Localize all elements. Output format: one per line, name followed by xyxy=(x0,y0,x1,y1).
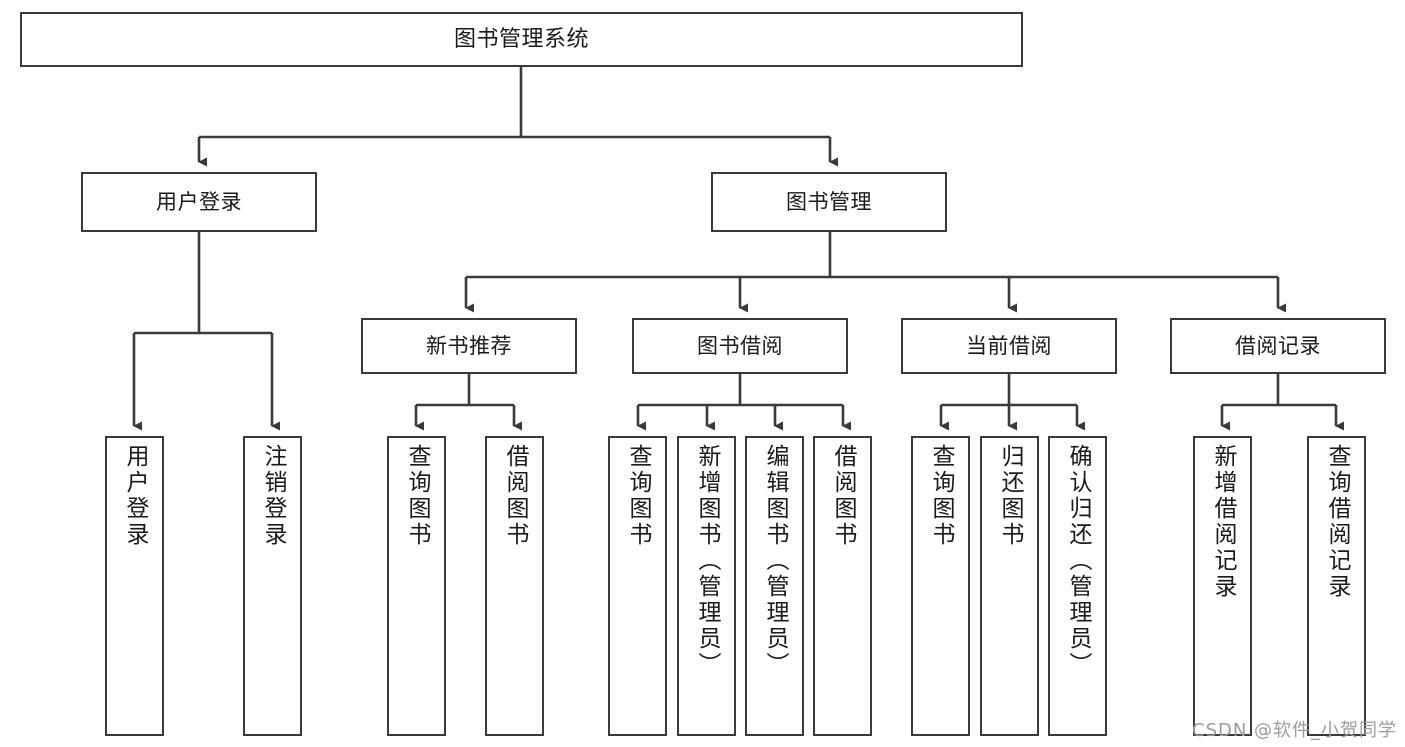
csdn-watermark-text: CSDN @软件_小贺同学 xyxy=(1192,720,1398,741)
node-leaf-return-book-label: 归还图书 xyxy=(997,444,1023,548)
node-leaf-query-record[interactable]: 查询借阅记录 xyxy=(1307,436,1366,736)
node-leaf-add-record[interactable]: 新增借阅记录 xyxy=(1193,436,1252,736)
node-leaf-add-book-label: 新增图书（管理员） xyxy=(694,444,720,678)
node-root-label: 图书管理系统 xyxy=(453,26,589,52)
node-leaf-query-book-1[interactable]: 查询图书 xyxy=(387,436,446,736)
node-user-login-label: 用户登录 xyxy=(156,189,242,214)
node-leaf-add-book[interactable]: 新增图书（管理员） xyxy=(677,436,736,736)
node-leaf-borrow-book-2[interactable]: 借阅图书 xyxy=(813,436,872,736)
node-root[interactable]: 图书管理系统 xyxy=(20,12,1023,67)
node-leaf-logout-login[interactable]: 注销登录 xyxy=(243,436,302,736)
node-leaf-logout-login-label: 注销登录 xyxy=(260,444,286,548)
node-user-login[interactable]: 用户登录 xyxy=(81,172,317,232)
node-leaf-query-book-2[interactable]: 查询图书 xyxy=(608,436,667,736)
node-book-borrow-label: 图书借阅 xyxy=(697,333,783,358)
node-leaf-query-book-2-label: 查询图书 xyxy=(625,444,651,548)
node-leaf-query-record-label: 查询借阅记录 xyxy=(1324,444,1350,600)
node-borrow-record-label: 借阅记录 xyxy=(1235,333,1321,358)
node-leaf-add-record-label: 新增借阅记录 xyxy=(1210,444,1236,600)
node-book-borrow[interactable]: 图书借阅 xyxy=(632,318,848,374)
node-leaf-query-book-3-label: 查询图书 xyxy=(928,444,954,548)
node-borrow-record[interactable]: 借阅记录 xyxy=(1170,318,1386,374)
node-leaf-edit-book-label: 编辑图书（管理员） xyxy=(762,444,788,678)
node-leaf-borrow-book-2-label: 借阅图书 xyxy=(830,444,856,548)
node-leaf-query-book-1-label: 查询图书 xyxy=(404,444,430,548)
node-current-borrow-label: 当前借阅 xyxy=(966,333,1052,358)
node-leaf-confirm-return-label: 确认归还（管理员） xyxy=(1065,444,1091,678)
node-leaf-query-book-3[interactable]: 查询图书 xyxy=(911,436,970,736)
node-leaf-edit-book[interactable]: 编辑图书（管理员） xyxy=(745,436,804,736)
node-leaf-borrow-book-1-label: 借阅图书 xyxy=(502,444,528,548)
node-new-book-recommend-label: 新书推荐 xyxy=(426,333,512,358)
node-book-manage-label: 图书管理 xyxy=(786,189,872,214)
csdn-watermark: CSDN @软件_小贺同学 xyxy=(1192,716,1397,742)
node-leaf-user-login-label: 用户登录 xyxy=(122,444,148,548)
node-leaf-user-login[interactable]: 用户登录 xyxy=(105,436,164,736)
node-current-borrow[interactable]: 当前借阅 xyxy=(901,318,1117,374)
node-book-manage[interactable]: 图书管理 xyxy=(711,172,947,232)
node-leaf-borrow-book-1[interactable]: 借阅图书 xyxy=(485,436,544,736)
node-new-book-recommend[interactable]: 新书推荐 xyxy=(361,318,577,374)
node-leaf-return-book[interactable]: 归还图书 xyxy=(980,436,1039,736)
node-leaf-confirm-return[interactable]: 确认归还（管理员） xyxy=(1048,436,1107,736)
